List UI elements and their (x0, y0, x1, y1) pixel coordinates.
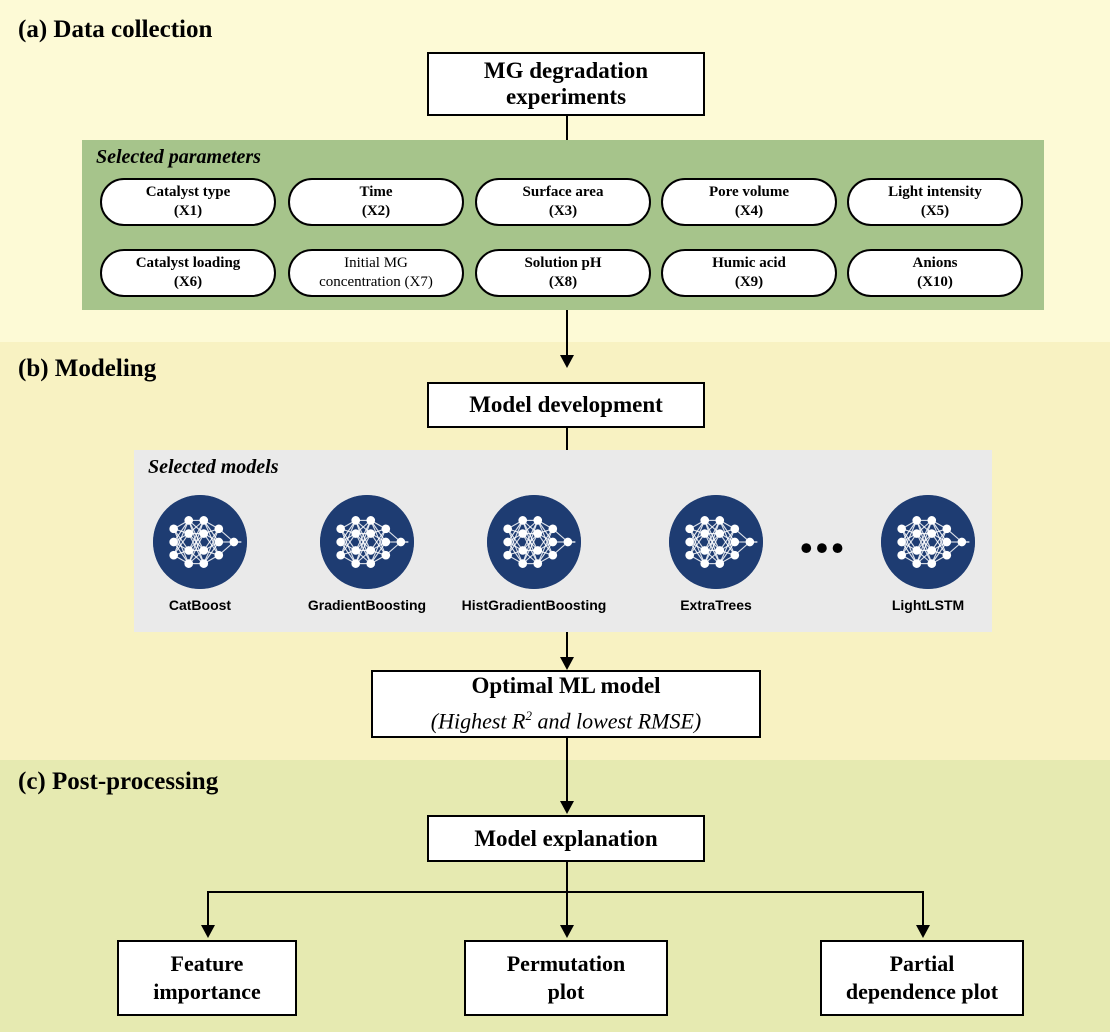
parameter-name: Catalyst type (145, 184, 231, 200)
connector-line (566, 862, 568, 892)
parameter-name: Initial MG (344, 255, 408, 271)
model-label: ExtraTrees (680, 597, 752, 613)
arrow-head (560, 801, 574, 814)
permutation-plot-box: Permutation plot (464, 940, 668, 1016)
neural-network-icon (881, 495, 975, 589)
output-label: Permutation (506, 951, 626, 976)
experiments-box: MG degradation experiments (427, 52, 705, 116)
arrow-head (560, 355, 574, 368)
output-label: plot (547, 979, 585, 1004)
parameter-name: Time (359, 184, 393, 200)
parameter-name: Pore volume (708, 184, 790, 200)
parameter-pill-x1: Catalyst type (X1) (100, 178, 276, 226)
output-label: Partial (889, 951, 955, 976)
connector-line (566, 632, 568, 658)
ellipsis: ••• (800, 528, 847, 568)
model-extratrees: ExtraTrees (626, 495, 806, 613)
parameter-pill-x7: Initial MG concentration (X7) (288, 249, 464, 297)
parameter-name: Catalyst loading (135, 255, 241, 271)
connector-line (566, 428, 568, 450)
parameter-name: Anions (912, 255, 958, 271)
feature-importance-box: Feature importance (117, 940, 297, 1016)
model-development-box: Model development (427, 382, 705, 428)
criteria-text: (Highest R (430, 708, 526, 734)
connector-line (566, 738, 568, 802)
parameter-code: (X5) (920, 203, 950, 219)
parameter-code: (X3) (548, 203, 578, 219)
model-histgradientboosting: HistGradientBoosting (444, 495, 624, 613)
connector-line (566, 116, 568, 140)
model-lightlstm: LightLSTM (838, 495, 1018, 613)
models-panel-title: Selected models (148, 456, 279, 478)
parameter-code: (X10) (917, 274, 953, 290)
partial-dependence-plot-box: Partial dependence plot (820, 940, 1024, 1016)
parameter-pill-x9: Humic acid (X9) (661, 249, 837, 297)
parameter-name: Surface area (522, 184, 604, 200)
section-a-title: (a) Data collection (18, 16, 213, 43)
parameter-code: concentration (X7) (319, 274, 433, 290)
parameter-pill-x3: Surface area (X3) (475, 178, 651, 226)
parameter-pill-x10: Anions (X10) (847, 249, 1023, 297)
arrow-head (201, 925, 215, 938)
parameter-pill-x5: Light intensity (X5) (847, 178, 1023, 226)
model-label: CatBoost (168, 597, 232, 613)
criteria-text: and lowest RMSE) (531, 708, 702, 734)
arrow-head (916, 925, 930, 938)
parameter-code: (X1) (173, 203, 203, 219)
output-label: Feature (170, 951, 244, 976)
branch-line (207, 891, 924, 893)
parameter-code: (X2) (361, 203, 391, 219)
parameter-name: Humic acid (712, 255, 786, 271)
model-explanation-box: Model explanation (427, 815, 705, 862)
neural-network-icon (153, 495, 247, 589)
neural-network-icon (487, 495, 581, 589)
arrow-head (560, 925, 574, 938)
arrow-head (560, 657, 574, 670)
parameter-code: (X4) (734, 203, 764, 219)
section-c-title: (c) Post-processing (18, 768, 219, 795)
parameter-name: Light intensity (888, 184, 982, 200)
optimal-model-title: Optimal ML model (471, 673, 661, 699)
optimal-model-criteria: (Highest R2 and lowest RMSE) (431, 701, 701, 736)
model-catboost: CatBoost (110, 495, 290, 613)
parameter-code: (X6) (173, 274, 203, 290)
model-label: GradientBoosting (307, 597, 427, 613)
parameter-pill-x8: Solution pH (X8) (475, 249, 651, 297)
connector-line (566, 891, 568, 926)
optimal-model-box: Optimal ML model (Highest R2 and lowest … (371, 670, 761, 738)
section-b-title: (b) Modeling (18, 355, 157, 382)
model-label: HistGradientBoosting (461, 597, 607, 613)
model-label: LightLSTM (891, 597, 965, 613)
parameter-pill-x4: Pore volume (X4) (661, 178, 837, 226)
neural-network-icon (669, 495, 763, 589)
parameter-pill-x6: Catalyst loading (X6) (100, 249, 276, 297)
parameter-name: Solution pH (524, 255, 602, 271)
parameter-code: (X8) (548, 274, 578, 290)
parameters-panel-title: Selected parameters (96, 146, 261, 168)
connector-line (566, 310, 568, 356)
output-label: dependence plot (845, 979, 999, 1004)
connector-line (207, 891, 209, 926)
output-label: importance (153, 979, 261, 1004)
neural-network-icon (320, 495, 414, 589)
parameter-code: (X9) (734, 274, 764, 290)
parameter-pill-x2: Time (X2) (288, 178, 464, 226)
connector-line (922, 891, 924, 926)
model-gradientboosting: GradientBoosting (277, 495, 457, 613)
criteria-superscript: 2 (525, 708, 532, 724)
